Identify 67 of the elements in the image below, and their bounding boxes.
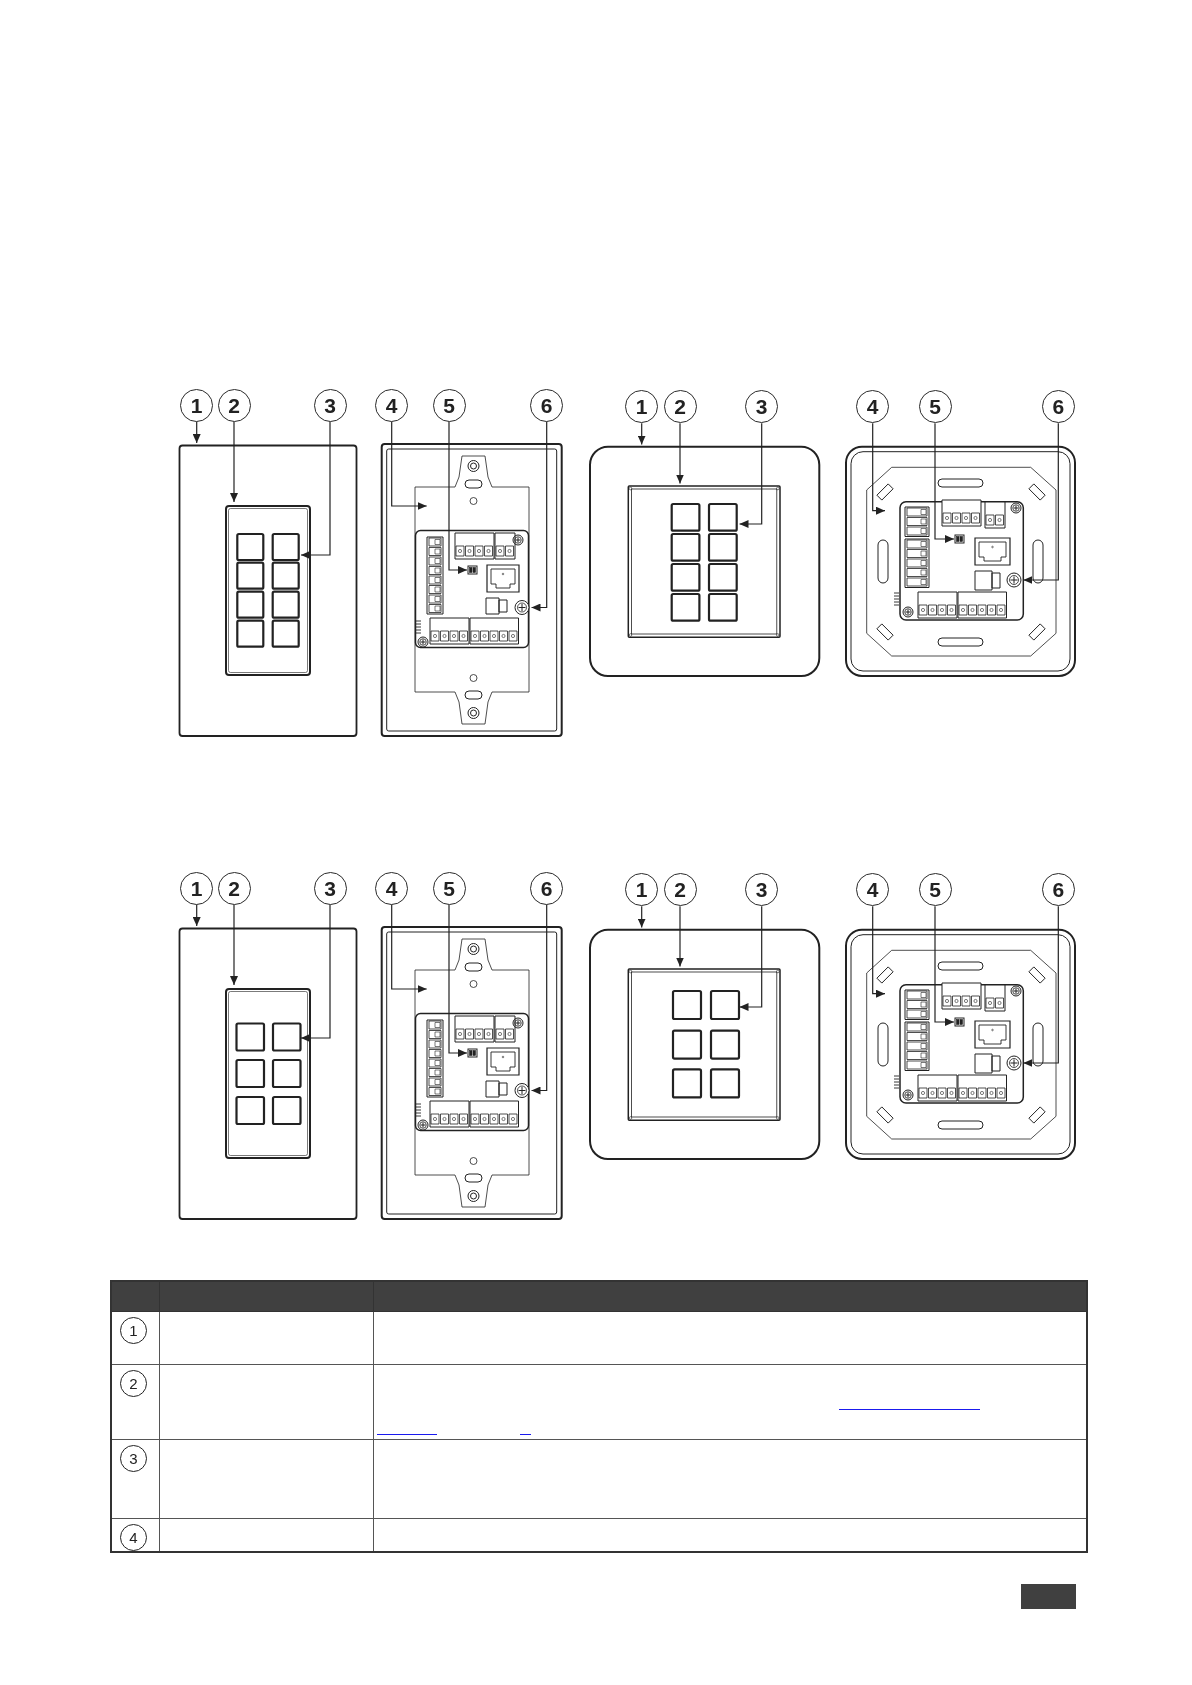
callout-number: 5	[432, 871, 466, 905]
wall-plate-frame	[178, 927, 358, 1220]
callout-number: 5	[432, 388, 466, 422]
callout-number: 3	[745, 873, 779, 907]
leader-line	[676, 422, 684, 485]
keypad-faceplate	[627, 968, 781, 1122]
screw	[1006, 1055, 1022, 1071]
mounting-plate	[414, 938, 530, 1208]
leader-line	[676, 905, 684, 968]
callout-number: 2	[217, 388, 251, 422]
dip-switch	[467, 565, 478, 575]
keypad-faceplate	[627, 485, 781, 639]
callout-number: 4	[856, 873, 890, 907]
leader-line	[738, 905, 763, 1011]
leader-line	[230, 420, 238, 503]
callout-number: 1	[180, 388, 214, 422]
keypad-button	[271, 1022, 302, 1052]
dip-switch	[954, 1017, 965, 1027]
callout-number: 4	[856, 390, 890, 424]
mounting-plate	[866, 466, 1057, 657]
callout-number: 2	[663, 873, 697, 907]
leader-line	[448, 903, 468, 1057]
callout-number: 6	[530, 871, 564, 905]
leader-line	[230, 903, 238, 986]
leader-line	[637, 422, 646, 446]
leader-line	[300, 420, 331, 559]
leader-line	[391, 903, 428, 993]
leader-line	[934, 422, 955, 543]
dip-switch	[467, 1048, 478, 1058]
keypad-faceplate	[225, 505, 311, 676]
leader-line	[637, 905, 646, 929]
callout-number: 3	[313, 388, 347, 422]
callout-number: 1	[180, 871, 214, 905]
leader-line	[530, 903, 548, 1095]
callout-number: 5	[918, 873, 952, 907]
square-frame	[589, 928, 821, 1160]
leader-line	[192, 903, 201, 927]
leader-line	[934, 905, 955, 1026]
leader-line	[1022, 905, 1059, 1067]
keypad-button	[709, 989, 741, 1021]
leader-line	[300, 903, 331, 1042]
screw	[514, 600, 530, 615]
leader-line	[1022, 422, 1059, 584]
callout-number: 6	[530, 388, 564, 422]
callout-number: 3	[745, 390, 779, 424]
screw	[1006, 572, 1022, 588]
callout-number: 4	[375, 388, 409, 422]
dip-switch	[954, 534, 965, 544]
callout-number: 4	[375, 871, 409, 905]
callout-number: 1	[625, 390, 659, 424]
callout-number: 6	[1041, 390, 1075, 424]
mounting-plate	[414, 455, 530, 725]
callout-number: 3	[313, 871, 347, 905]
mounting-plate	[866, 949, 1057, 1140]
square-frame	[589, 445, 821, 677]
screw	[514, 1083, 530, 1098]
wall-plate-frame	[178, 444, 358, 737]
callout-number: 5	[918, 390, 952, 424]
keypad-faceplate	[225, 988, 311, 1159]
callout-number: 1	[625, 873, 659, 907]
leader-line	[530, 420, 548, 612]
leader-line	[448, 420, 468, 574]
callout-number: 2	[663, 390, 697, 424]
callout-number: 6	[1041, 873, 1075, 907]
leader-line	[738, 422, 763, 528]
callout-number: 2	[217, 871, 251, 905]
leader-line	[391, 420, 428, 510]
